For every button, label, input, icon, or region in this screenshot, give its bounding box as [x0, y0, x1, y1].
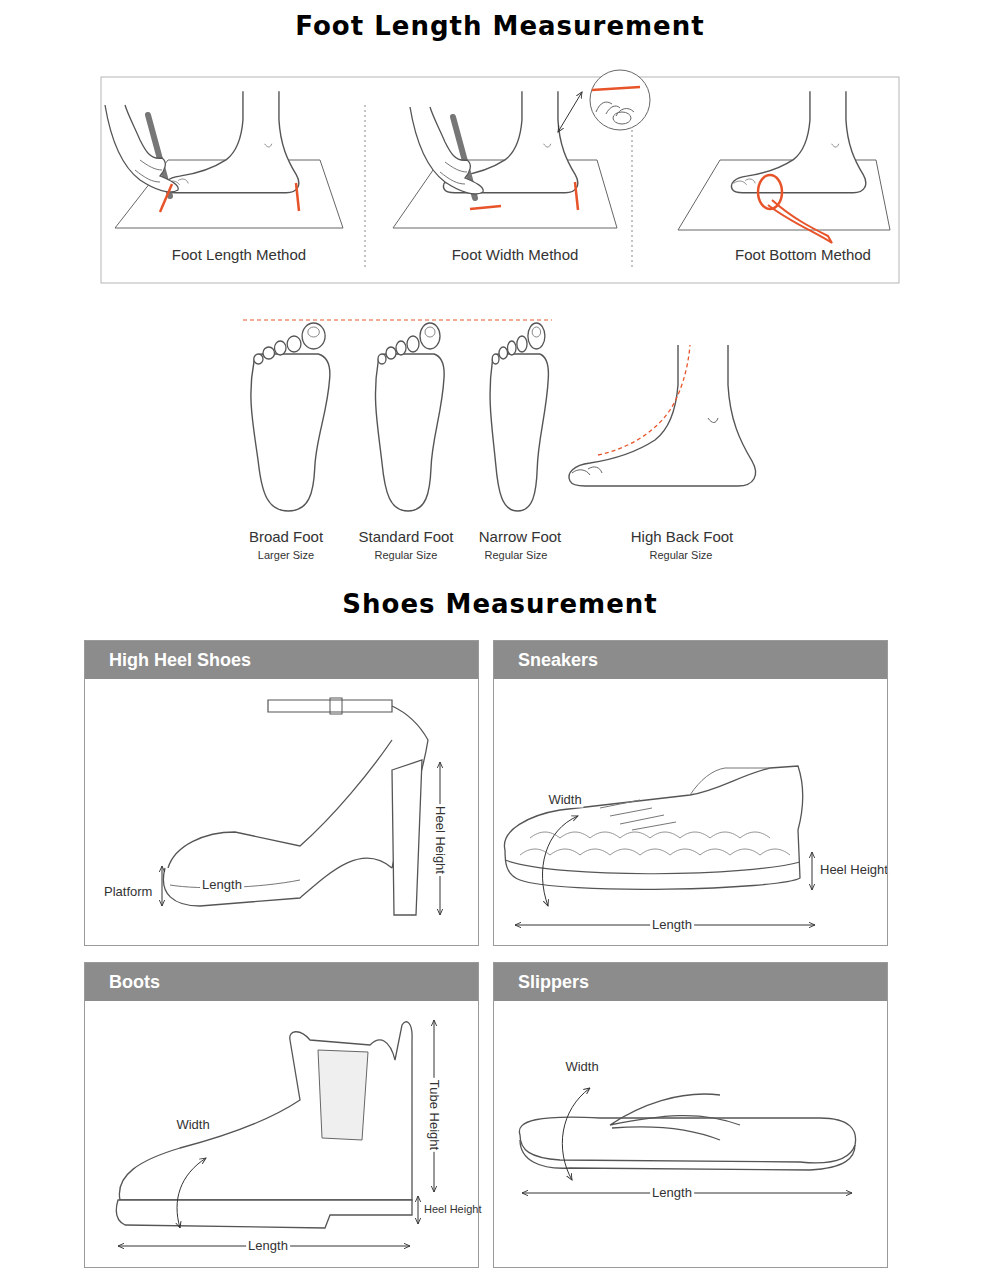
foot-width-figure [393, 70, 650, 228]
sneaker-figure [504, 766, 815, 925]
foot-type-figures [598, 345, 690, 455]
label: Width [174, 1118, 211, 1133]
label: Width [563, 1060, 600, 1075]
foot-type-figures [243, 320, 756, 511]
foot-bottom-figure [758, 175, 782, 209]
method-frame [101, 77, 899, 283]
panel-title: High Heel Shoes [109, 650, 251, 671]
panel-title: Slippers [518, 972, 589, 993]
label: Heel Height [433, 804, 448, 876]
boot-figure [116, 1200, 412, 1228]
slipper-figure [519, 1088, 855, 1193]
high-heel-figure [163, 858, 392, 906]
high-heel-figure [162, 866, 163, 906]
label: Regular Size [648, 549, 715, 562]
foot-bottom-figure [678, 91, 890, 243]
sneaker-figure [504, 766, 802, 889]
panel-header: High Heel Shoes [85, 641, 478, 679]
panel-header: Slippers [494, 963, 887, 1001]
method-frame [632, 105, 633, 268]
label: High Back Foot [629, 528, 736, 545]
foot-bottom-figure [768, 200, 832, 243]
label: Foot Bottom Method [733, 246, 873, 263]
label: Length [650, 1186, 694, 1201]
panel-header: Boots [85, 963, 478, 1001]
foot-bottom-figure [731, 91, 865, 193]
slipper-figure [519, 1117, 855, 1163]
label: Platform [102, 885, 154, 900]
high-heel-figure [168, 740, 392, 868]
label: Length [246, 1239, 290, 1254]
high-heel-figure [330, 698, 342, 714]
method-frame [101, 77, 899, 283]
page-title: Foot Length Measurement [293, 12, 706, 42]
label: Standard Foot [356, 528, 455, 545]
label: Larger Size [256, 549, 316, 562]
sneaker-figure [600, 800, 676, 830]
foot-length-figure [160, 184, 172, 212]
high-heel-figure [392, 760, 422, 915]
sneaker-figure [520, 832, 790, 855]
foot-width-figure [575, 182, 578, 210]
label: Heel Height [818, 863, 890, 878]
label: Length [200, 878, 244, 893]
foot-type-figures [490, 323, 548, 511]
boot-figure [116, 1020, 434, 1246]
foot-length-figure [105, 105, 178, 196]
label: Regular Size [373, 549, 440, 562]
label: Tube Height [427, 1078, 442, 1152]
shoe-panel: High Heel Shoes [84, 640, 479, 946]
slipper-figure [562, 1088, 590, 1180]
foot-width-figure [410, 107, 483, 198]
foot-length-figure [105, 91, 343, 228]
label: Foot Width Method [450, 246, 581, 263]
foot-length-figure [164, 91, 298, 193]
boot-figure [177, 1158, 206, 1228]
label: Width [546, 793, 583, 808]
slipper-figure [610, 1094, 740, 1140]
foot-width-figure [592, 87, 640, 90]
foot-length-figure [296, 183, 299, 211]
foot-type-figures [375, 323, 444, 511]
method-frame [365, 105, 366, 268]
foot-width-figure [613, 112, 631, 124]
shoe-panel: Boots [84, 962, 479, 1268]
label: Shoes Measurement [340, 590, 659, 620]
label: Narrow Foot [477, 528, 564, 545]
sneaker-figure [505, 860, 800, 874]
foot-type-figures [251, 323, 330, 511]
sneaker-figure [812, 852, 813, 890]
shoe-panel: Sneakers [493, 640, 888, 946]
foot-type-figures [243, 320, 552, 321]
boot-figure [119, 1022, 412, 1200]
label: Broad Foot [247, 528, 325, 545]
label: Foot Length Method [170, 246, 308, 263]
panel-title: Boots [109, 972, 160, 993]
shoe-panel: Slippers [493, 962, 888, 1268]
foot-width-figure [558, 92, 582, 132]
boot-figure [318, 1050, 368, 1140]
boot-figure [418, 1196, 419, 1224]
foot-width-figure [470, 206, 501, 209]
panel-header: Sneakers [494, 641, 887, 679]
sneaker-figure [542, 816, 578, 906]
high-heel-figure [162, 698, 440, 915]
panel-title: Sneakers [518, 650, 598, 671]
label: Regular Size [483, 549, 550, 562]
label: Heel Height [422, 1203, 483, 1216]
label: Length [650, 918, 694, 933]
foot-width-figure [590, 70, 650, 130]
sneaker-figure [690, 768, 770, 795]
foot-type-figures [569, 345, 756, 486]
